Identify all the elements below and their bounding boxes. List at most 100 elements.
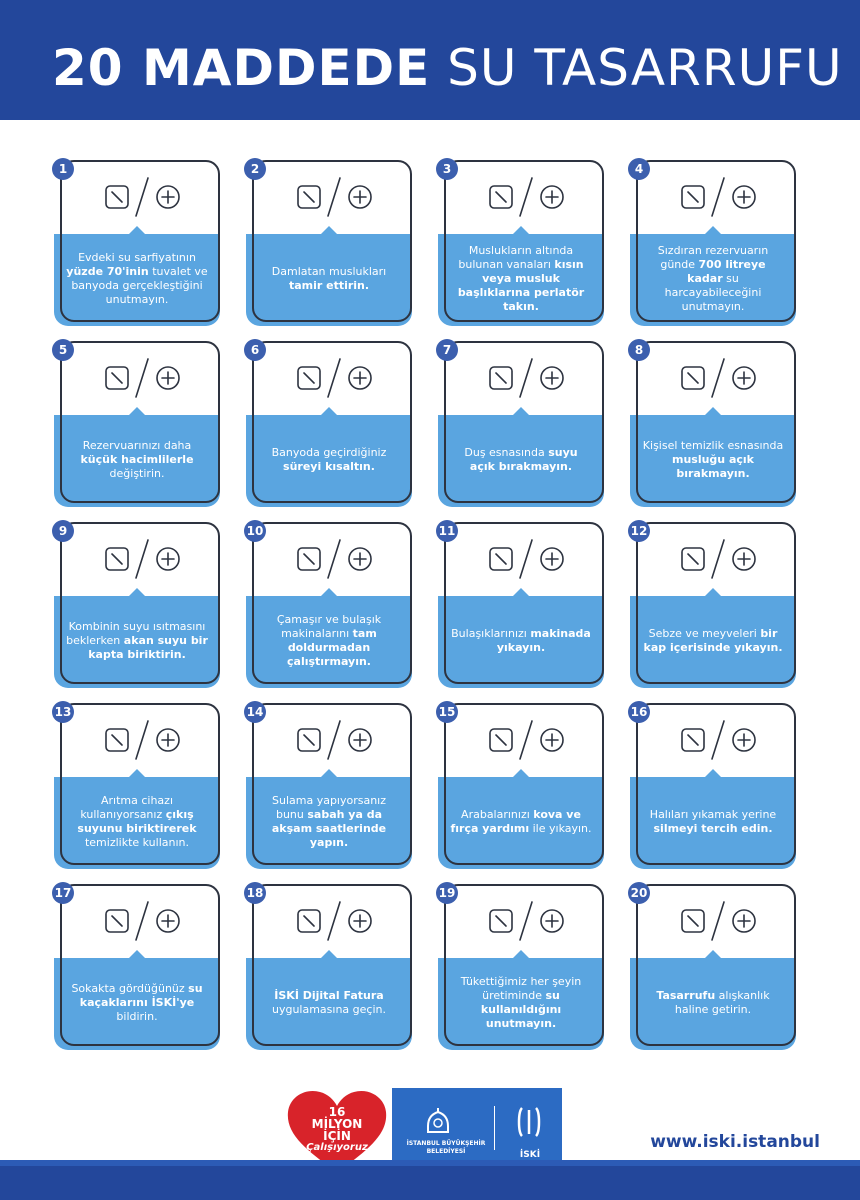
tip-text-panel: Sızdıran rezervuarın günde 700 litreye k… — [630, 234, 796, 326]
tip-card-border — [252, 703, 412, 865]
tip-text: Duş esnasında suyu açık bırakmayın. — [450, 446, 592, 474]
tip-text-bold: musluğu açık bırakmayın. — [671, 453, 754, 480]
tip-card-border — [636, 341, 796, 503]
tip-text-normal: bildirin. — [116, 1010, 158, 1023]
tip-number: 18 — [244, 882, 266, 904]
tip-notch — [512, 407, 530, 416]
tip-card: Arıtma cihazı kullanıyorsanız çıkış suyu… — [52, 701, 220, 869]
tip-text-panel: Banyoda geçirdiğiniz süreyi kısaltın. — [246, 415, 412, 507]
tip-notch — [320, 588, 338, 597]
tip-text-normal: tuvalet ve banyoda gerçekleştiğini unutm… — [71, 265, 208, 306]
ibb-logo-text: İSTANBUL BÜYÜKŞEHİR BELEDİYESİ — [406, 1140, 486, 1155]
tip-card: Rezervuarınızı daha küçük hacimlilerle d… — [52, 339, 220, 507]
ibb-emblem-icon — [427, 1108, 449, 1133]
tip-text-bold: kova ve fırça yardımı — [450, 808, 581, 835]
meter-phone-icon — [284, 896, 384, 946]
tip-card-border — [60, 341, 220, 503]
tip-text-normal: Halıları yıkamak yerine — [649, 808, 777, 821]
car-bucket-icon — [476, 715, 576, 765]
tip-text: Tükettiğimiz her şeyin üretiminde su kul… — [450, 975, 592, 1031]
tip-text-normal: alışkanlık haline getirin. — [674, 989, 770, 1016]
tip-card-border — [252, 341, 412, 503]
tip-number: 20 — [628, 882, 650, 904]
tip-text-bold: süreyi kısaltın. — [283, 460, 375, 473]
tshirt-drop-icon — [476, 896, 576, 946]
tip-notch — [512, 588, 530, 597]
tip-text: Kombinin suyu ısıtmasını beklerken akan … — [66, 620, 208, 662]
tip-text-bold: yüzde 70'inin — [66, 265, 149, 278]
tip-card: Sulama yapıyorsanız bunu sabah ya da akş… — [244, 701, 412, 869]
tip-text-bold: tam doldurmadan çalıştırmayın. — [287, 627, 377, 668]
tip-text-bold: kısın veya musluk başlıklarına perlatör … — [457, 258, 585, 313]
heart-logo — [287, 1090, 387, 1172]
tip-notch — [320, 950, 338, 959]
tip-number: 3 — [436, 158, 458, 180]
tip-number: 17 — [52, 882, 74, 904]
tip-text-normal: Arabalarınızı — [461, 808, 534, 821]
tip-notch — [512, 950, 530, 959]
tip-card: Sebze ve meyveleri bir kap içerisinde yı… — [628, 520, 796, 688]
tip-text-panel: Duş esnasında suyu açık bırakmayın. — [438, 415, 604, 507]
tip-card-border — [60, 884, 220, 1046]
recycle-icon — [668, 896, 768, 946]
tip-card: Sızdıran rezervuarın günde 700 litreye k… — [628, 158, 796, 326]
tip-card: Sokakta gördüğünüz su kaçaklarını İSKİ'y… — [52, 882, 220, 1050]
tip-text-panel: Kişisel temizlik esnasında musluğu açık … — [630, 415, 796, 507]
heart-line-3: İÇİN — [323, 1129, 351, 1143]
tips-grid: Evdeki su sarfiyatının yüzde 70'inin tuv… — [52, 158, 812, 1050]
water-filter-icon — [92, 715, 192, 765]
tip-notch — [512, 226, 530, 235]
tip-card-border — [252, 522, 412, 684]
title-normal: SU TASARRUFU — [447, 39, 843, 97]
tip-card-border — [444, 884, 604, 1046]
tip-number: 2 — [244, 158, 266, 180]
tip-card: İSKİ Dijital Fatura uygulamasına geçin. 1… — [244, 882, 412, 1050]
tip-number: 1 — [52, 158, 74, 180]
tip-card-border — [60, 160, 220, 322]
tip-number: 10 — [244, 520, 266, 542]
tip-text-normal: değiştirin. — [109, 467, 165, 480]
logo-divider — [494, 1106, 495, 1150]
tip-text: Arabalarınızı kova ve fırça yardımı ile … — [450, 808, 592, 836]
wrench-faucet-icon — [284, 172, 384, 222]
tip-notch — [704, 588, 722, 597]
tip-text-bold: su kaçaklarını İSKİ'ye — [79, 982, 203, 1009]
tip-text-normal: Çamaşır ve bulaşık makinalarını — [276, 613, 382, 640]
title-bold: 20 MADDEDE — [52, 39, 431, 97]
tip-number: 7 — [436, 339, 458, 361]
tip-card-border — [252, 160, 412, 322]
sprinkler-moon-icon — [284, 715, 384, 765]
tip-text: Bulaşıklarınızı makinada yıkayın. — [450, 627, 592, 655]
heart-line-2: MİLYON — [311, 1117, 363, 1131]
website-url[interactable]: www.iski.istanbul — [650, 1132, 820, 1152]
tip-text-normal: Sokakta gördüğünüz — [71, 982, 189, 995]
tip-notch — [320, 226, 338, 235]
tip-text: Damlatan muslukları tamir ettirin. — [258, 265, 400, 293]
tip-text: Sebze ve meyveleri bir kap içerisinde yı… — [642, 627, 784, 655]
tip-card-border — [636, 160, 796, 322]
tip-number: 5 — [52, 339, 74, 361]
tip-card: Banyoda geçirdiğiniz süreyi kısaltın.6 — [244, 339, 412, 507]
tip-text-panel: Sulama yapıyorsanız bunu sabah ya da akş… — [246, 777, 412, 869]
tip-text-normal: Bulaşıklarınızı — [451, 627, 531, 640]
tip-text-bold: silmeyi tercih edin. — [653, 822, 773, 835]
tip-text-bold: İSKİ Dijital Fatura — [274, 989, 384, 1002]
tip-card: Bulaşıklarınızı makinada yıkayın.11 — [436, 520, 604, 688]
tip-text-normal: Arıtma cihazı kullanıyorsanız — [80, 794, 173, 821]
footer-stripe — [0, 1160, 860, 1166]
tip-card: Halıları yıkamak yerine silmeyi tercih e… — [628, 701, 796, 869]
tip-text-panel: Arıtma cihazı kullanıyorsanız çıkış suyu… — [54, 777, 220, 869]
tip-card: Duş esnasında suyu açık bırakmayın. 7 — [436, 339, 604, 507]
tip-card: Kişisel temizlik esnasında musluğu açık … — [628, 339, 796, 507]
tip-text-panel: Tükettiğimiz her şeyin üretiminde su kul… — [438, 958, 604, 1050]
tip-card-border — [444, 341, 604, 503]
tip-text-normal: uygulamasına geçin. — [271, 1003, 386, 1016]
iski-emblem-icon — [517, 1107, 541, 1137]
tip-card-border — [60, 522, 220, 684]
tip-notch — [704, 407, 722, 416]
tip-text-normal: Rezervuarınızı daha — [82, 439, 192, 452]
header-bar: 20 MADDEDE SU TASARRUFU — [0, 0, 860, 120]
tip-text-normal: Duş esnasında — [464, 446, 549, 459]
tip-text-bold: bir kap içerisinde yıkayın. — [643, 627, 783, 654]
tip-text-normal: Muslukların altında bulunan vanaları — [458, 244, 574, 271]
